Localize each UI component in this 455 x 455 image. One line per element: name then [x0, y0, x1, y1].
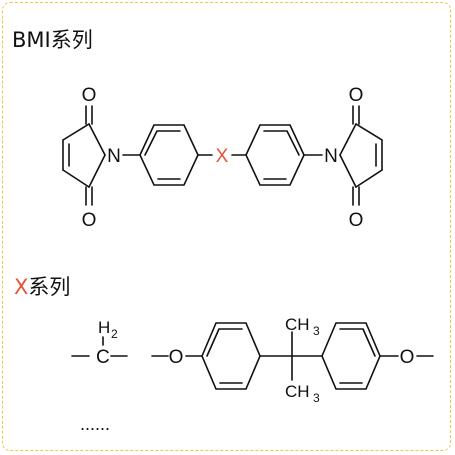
- left-benzene-ring: [139, 124, 199, 186]
- x-series-suffix: 系列: [28, 275, 71, 299]
- left-maleimide-ring: [62, 105, 106, 206]
- methylene-h: H: [98, 318, 110, 337]
- bpa-top-methyl: CH: [285, 315, 310, 334]
- linker-x: X: [216, 146, 229, 167]
- bpa-bottom-methyl: CH: [285, 382, 310, 401]
- left-nitrogen: N: [107, 146, 121, 167]
- more-groups-ellipsis: ......: [80, 414, 110, 434]
- left-top-oxygen: O: [82, 85, 97, 106]
- methylene-h-subscript: 2: [111, 327, 118, 341]
- right-bottom-oxygen: O: [349, 210, 364, 231]
- diagram-panel: [2, 2, 451, 451]
- bpa-right-oxygen: O: [400, 347, 415, 368]
- right-benzene-ring: [245, 124, 305, 186]
- bmi-molecule: O O N X N: [62, 85, 383, 231]
- x-series-title: X系列: [14, 271, 70, 301]
- left-bottom-oxygen: O: [82, 210, 97, 231]
- x-series-letter: X: [14, 275, 29, 299]
- right-top-oxygen: O: [349, 85, 364, 106]
- methylene-group: H 2 C: [71, 318, 128, 368]
- bisphenol-a-group: O CH 3 CH 3 O: [151, 315, 434, 405]
- methylene-c: C: [96, 347, 110, 368]
- bpa-left-oxygen: O: [169, 347, 184, 368]
- bpa-bottom-methyl-subscript: 3: [313, 391, 320, 405]
- bpa-right-benzene: [321, 322, 381, 390]
- bmi-series-title: BMI系列: [12, 28, 93, 52]
- bpa-left-benzene: [201, 322, 261, 390]
- right-nitrogen: N: [324, 146, 338, 167]
- bpa-top-methyl-subscript: 3: [313, 324, 320, 338]
- right-maleimide-ring: [339, 105, 383, 206]
